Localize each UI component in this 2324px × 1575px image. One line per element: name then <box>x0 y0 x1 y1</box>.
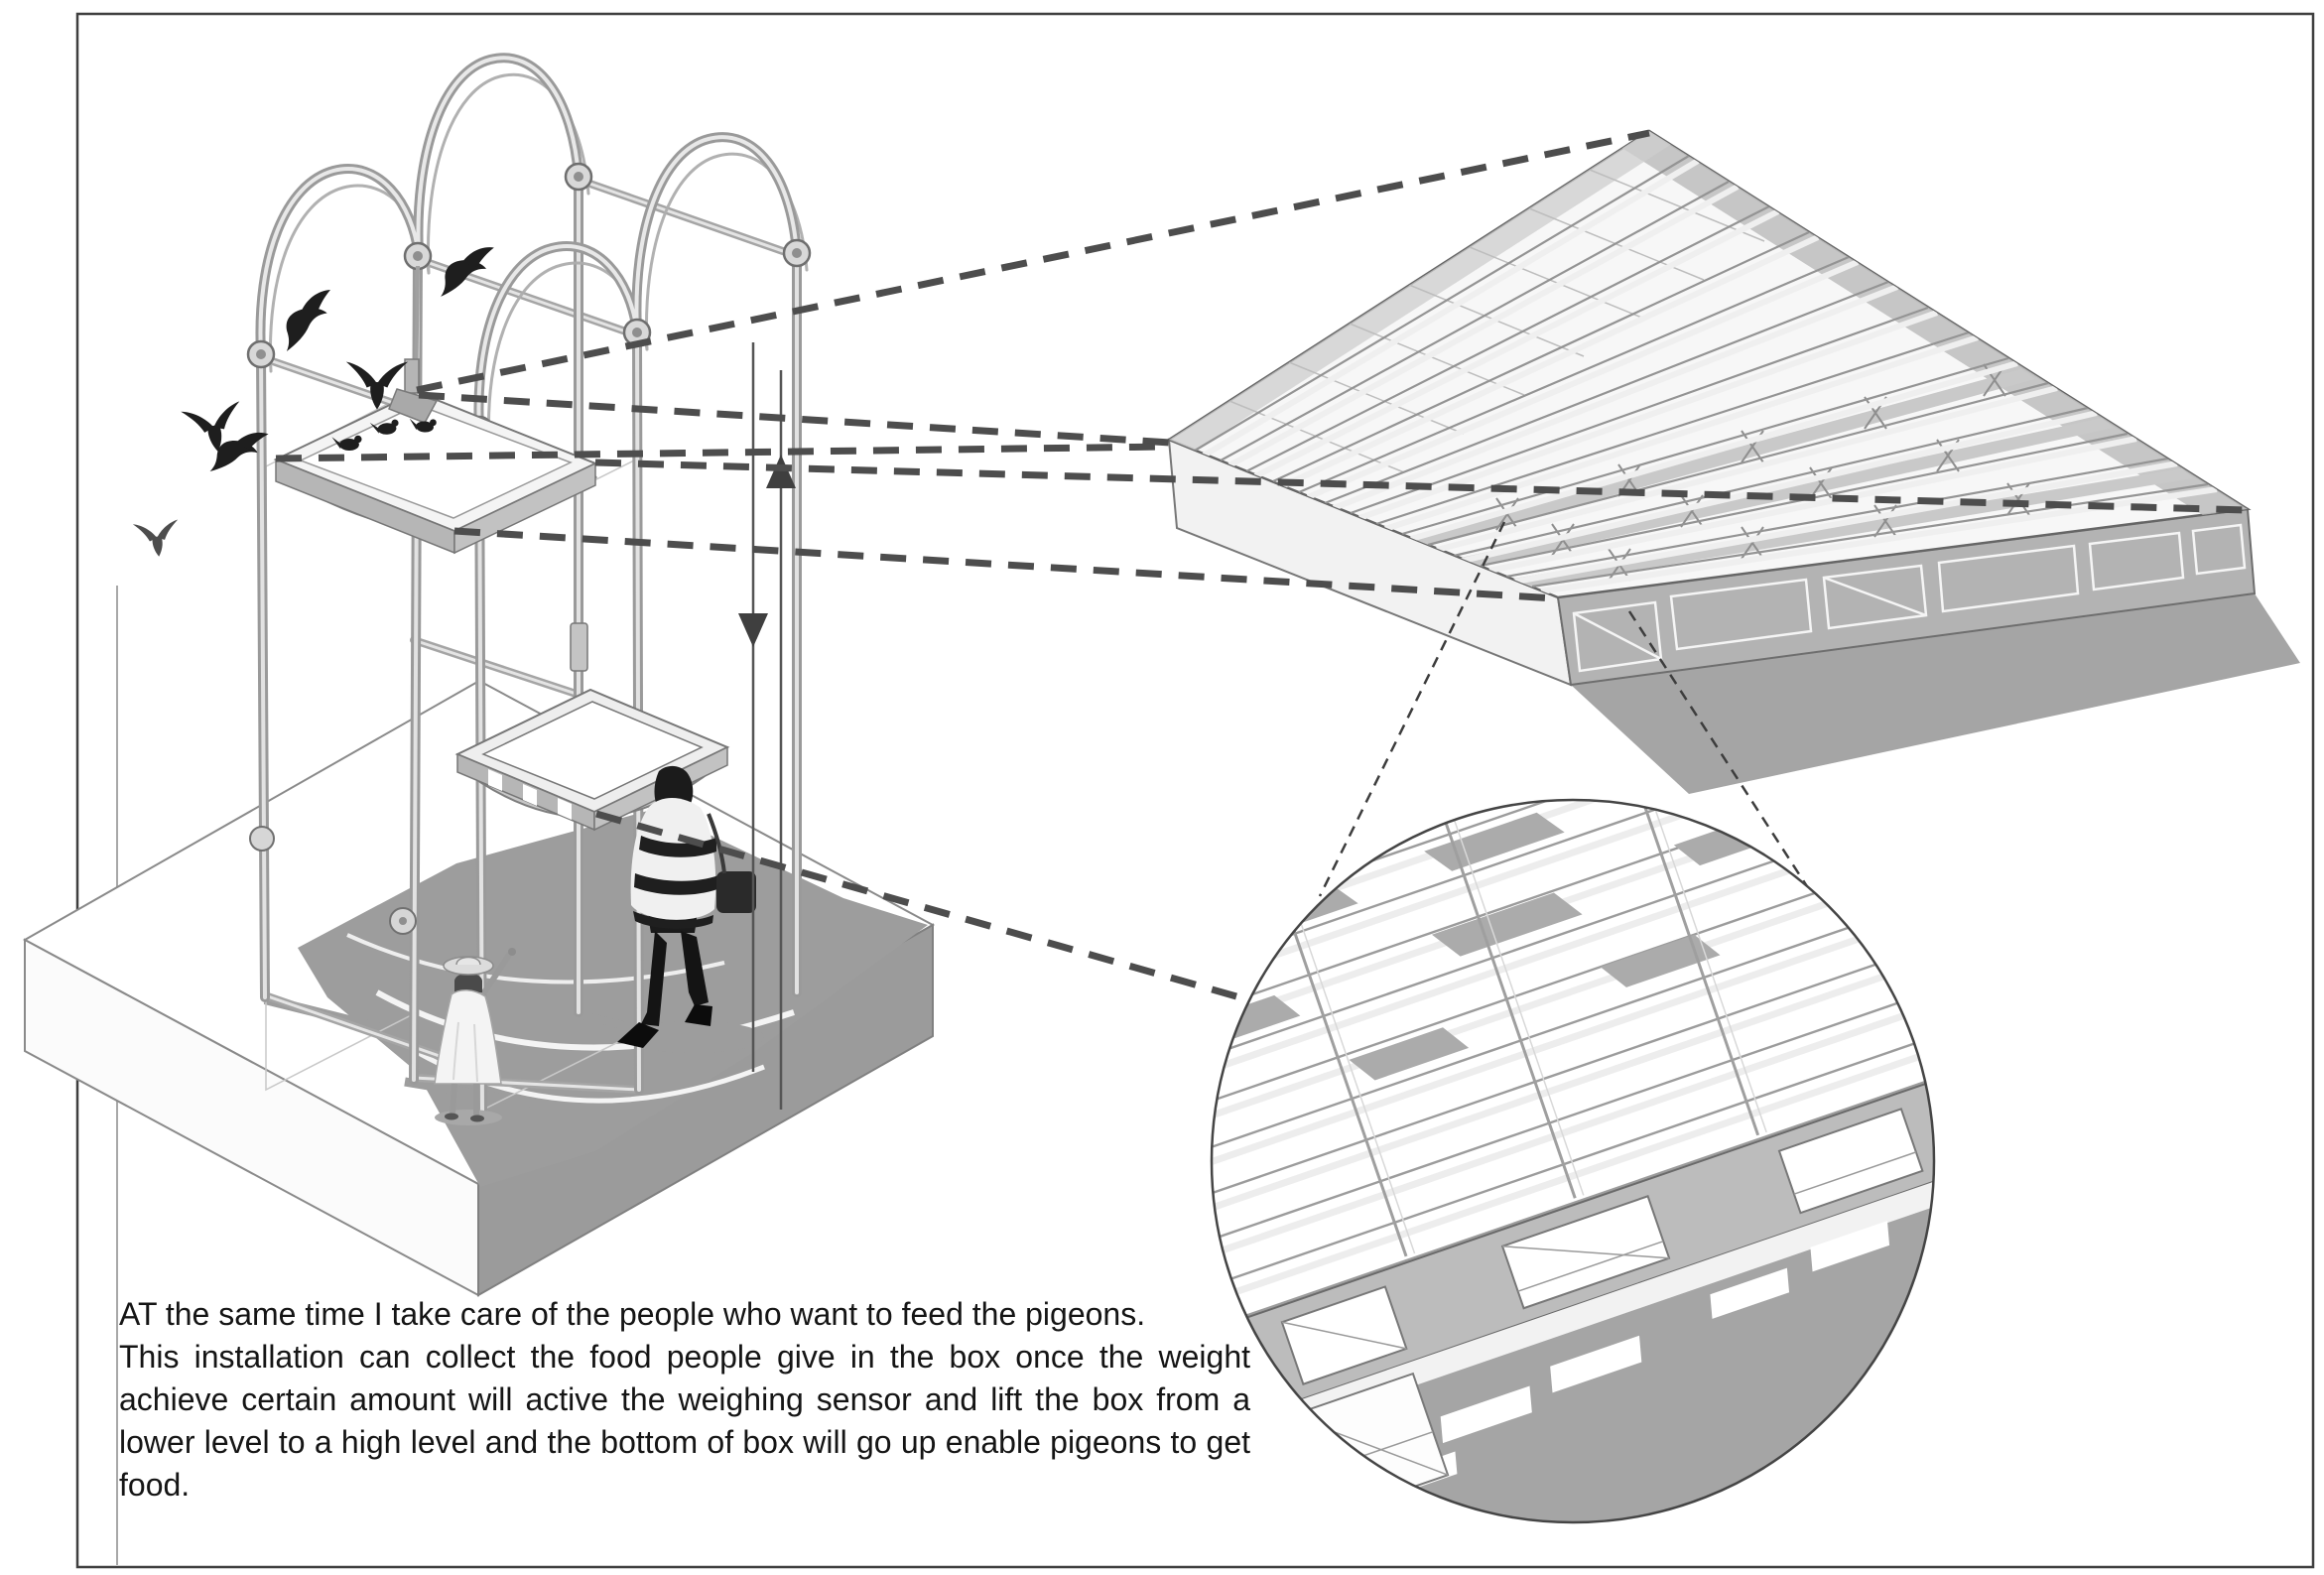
caption-paragraph: This installation can collect the food p… <box>119 1339 1250 1503</box>
arch-structure <box>246 53 812 1116</box>
pigeon-icon <box>282 284 330 356</box>
callout-dashed-line <box>594 459 2246 514</box>
adult-coat-stripes <box>633 836 718 929</box>
wall-panels <box>1572 523 2247 673</box>
adult-leg <box>681 931 709 1006</box>
child-dress <box>434 989 502 1085</box>
callout-dashed-line <box>416 129 1650 394</box>
dress-folds <box>452 1021 478 1083</box>
magnified-wall <box>1212 1063 1934 1449</box>
magnifier-cone-line <box>1318 521 1506 897</box>
caption-block: AT the same time I take care of the peop… <box>119 1293 1250 1507</box>
guide-block <box>570 622 588 672</box>
bag-strap <box>707 813 726 874</box>
callout-lines <box>275 129 2246 1000</box>
child-hat-crown <box>455 956 481 966</box>
callout-dashed-line <box>275 443 1170 462</box>
magnifier-outline <box>1210 798 1936 1524</box>
feed-box-slats <box>1169 131 2248 594</box>
figure-shadow <box>435 1110 502 1125</box>
child-hair <box>454 973 482 992</box>
up-arrow-icon <box>766 455 796 488</box>
upper-feed-tray <box>273 265 598 555</box>
feed-box-shadow <box>1571 593 2300 794</box>
child-leg <box>450 1083 457 1115</box>
callout-dashed-line <box>453 527 1557 602</box>
pigeon-icon <box>132 519 182 560</box>
page-border <box>75 12 2315 1569</box>
motion-indicator <box>738 342 796 1110</box>
magnified-content <box>1212 800 1934 1522</box>
child-figure <box>434 948 516 1125</box>
feed-box-detail <box>1166 129 2300 794</box>
adult-coat <box>630 797 716 920</box>
adult-leg <box>641 931 667 1026</box>
down-arrow-icon <box>738 613 768 647</box>
arch <box>413 53 583 261</box>
callout-dashed-line <box>595 810 1237 1000</box>
adult-bag <box>716 871 756 913</box>
magnifier-circle <box>1210 798 1936 1524</box>
tray-stripe <box>488 769 572 820</box>
adult-boot <box>617 1022 659 1048</box>
cross-rails <box>257 176 801 1094</box>
shadow-arc <box>346 933 725 984</box>
adult-boot <box>685 1004 712 1026</box>
figure-shadow <box>625 1021 764 1053</box>
post-shadow <box>404 1077 537 1109</box>
caption-paragraph: AT the same time I take care of the peop… <box>119 1296 1146 1332</box>
arches <box>255 53 809 449</box>
